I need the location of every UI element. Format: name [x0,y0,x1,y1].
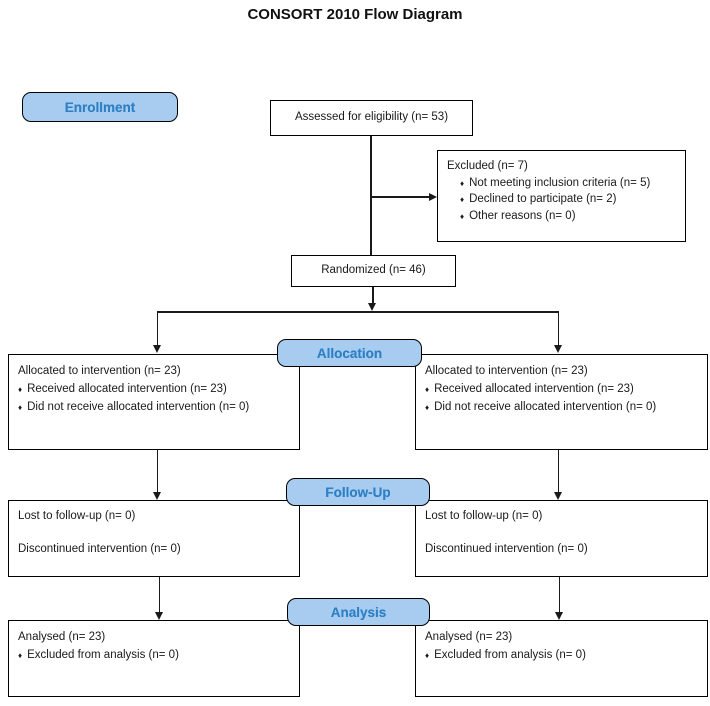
bullet-diamond-icon: ♦ [425,385,430,395]
stage-badge-allocation-label: Allocation [316,345,383,361]
box-allocation-right-bullet-text: Received allocated intervention (n= 23) [434,383,634,396]
box-followup-right: Lost to follow-up (n= 0) Discontinued in… [415,500,708,577]
arrowhead-into-analysis-right [554,612,563,620]
box-excluded-bullet: ♦ Not meeting inclusion criteria (n= 5) [447,175,676,192]
bullet-diamond-icon: ♦ [425,403,430,413]
box-followup-left-line1: Lost to follow-up (n= 0) [18,510,136,522]
box-analysis-right: Analysed (n= 23) ♦ Excluded from analysi… [415,620,708,697]
box-analysis-right-bullet: ♦ Excluded from analysis (n= 0) [425,646,698,664]
connector-split-right-drop [557,311,560,346]
box-allocation-left-title: Allocated to intervention (n= 23) [18,365,181,377]
bullet-diamond-icon: ♦ [425,651,430,661]
box-assessed: Assessed for eligibility (n= 53) [270,100,473,136]
box-allocation-right-bullet: ♦ Received allocated intervention (n= 23… [425,380,698,398]
box-allocation-right: Allocated to intervention (n= 23) ♦ Rece… [415,354,708,450]
box-excluded: Excluded (n= 7) ♦ Not meeting inclusion … [437,150,686,242]
box-analysis-right-bullet-text: Excluded from analysis (n= 0) [434,649,586,662]
stage-badge-analysis: Analysis [287,598,430,626]
stage-badge-followup: Follow-Up [286,478,430,506]
box-excluded-title: Excluded (n= 7) [447,160,528,172]
arrowhead-into-analysis-left [154,612,163,620]
connector-alloc-right-to-followup [557,450,560,493]
box-excluded-bullet: ♦ Declined to participate (n= 2) [447,191,676,208]
arrowhead-into-excluded [429,192,437,201]
box-randomized-text: Randomized (n= 46) [321,264,426,277]
box-allocation-left-bullet-text: Received allocated intervention (n= 23) [27,383,227,396]
connector-split-left-drop [156,311,159,346]
box-followup-left: Lost to follow-up (n= 0) Discontinued in… [8,500,300,577]
stage-badge-followup-label: Follow-Up [325,484,391,500]
connector-randomized-down [372,287,374,304]
box-allocation-left-bullet: ♦ Received allocated intervention (n= 23… [18,380,290,398]
arrowhead-into-alloc-left [152,345,161,353]
bullet-diamond-icon: ♦ [18,403,23,413]
arrowhead-randomized-tee [368,303,376,311]
box-followup-right-line2: Discontinued intervention (n= 0) [425,543,588,556]
box-excluded-bullet-text: Other reasons (n= 0) [469,210,576,223]
connector-assessed-to-randomized [370,136,372,255]
bullet-diamond-icon: ♦ [18,651,23,661]
box-followup-left-line2: Discontinued intervention (n= 0) [18,543,181,556]
box-analysis-right-title: Analysed (n= 23) [425,631,513,643]
stage-badge-enrollment: Enrollment [22,92,178,122]
connector-branch-to-excluded [371,196,429,198]
box-allocation-right-title: Allocated to intervention (n= 23) [425,365,588,377]
arrowhead-into-followup-left [152,492,161,500]
box-allocation-left-bullet: ♦ Did not receive allocated intervention… [18,398,290,416]
box-allocation-right-bullet: ♦ Did not receive allocated intervention… [425,398,698,416]
box-analysis-left-bullet: ♦ Excluded from analysis (n= 0) [18,646,290,664]
box-allocation-left-bullet-text: Did not receive allocated intervention (… [27,401,250,414]
bullet-diamond-icon: ♦ [460,195,465,205]
connector-followup-right-to-analysis [558,577,561,613]
stage-badge-allocation: Allocation [277,339,422,367]
box-followup-right-line1: Lost to follow-up (n= 0) [425,510,543,522]
stage-badge-analysis-label: Analysis [330,604,387,620]
box-analysis-left-bullet-text: Excluded from analysis (n= 0) [27,649,179,662]
connector-alloc-left-to-followup [156,450,159,493]
connector-followup-left-to-analysis [158,577,161,613]
diagram-title: CONSORT 2010 Flow Diagram [247,6,463,23]
box-excluded-bullet: ♦ Other reasons (n= 0) [447,208,676,225]
box-analysis-left-title: Analysed (n= 23) [18,631,106,643]
stage-badge-enrollment-label: Enrollment [64,99,136,115]
bullet-diamond-icon: ♦ [18,385,23,395]
bullet-diamond-icon: ♦ [460,178,465,188]
box-allocation-right-bullet-text: Did not receive allocated intervention (… [434,401,657,414]
box-randomized: Randomized (n= 46) [291,255,456,287]
arrowhead-into-alloc-right [553,345,562,353]
bullet-diamond-icon: ♦ [460,212,465,222]
arrowhead-into-followup-right [553,492,562,500]
connector-split-horizontal [157,311,559,313]
box-excluded-bullet-text: Not meeting inclusion criteria (n= 5) [469,176,651,189]
box-assessed-text: Assessed for eligibility (n= 53) [294,111,449,124]
box-analysis-left: Analysed (n= 23) ♦ Excluded from analysi… [8,620,300,697]
box-excluded-bullet-text: Declined to participate (n= 2) [469,193,617,206]
box-allocation-left: Allocated to intervention (n= 23) ♦ Rece… [8,354,300,450]
